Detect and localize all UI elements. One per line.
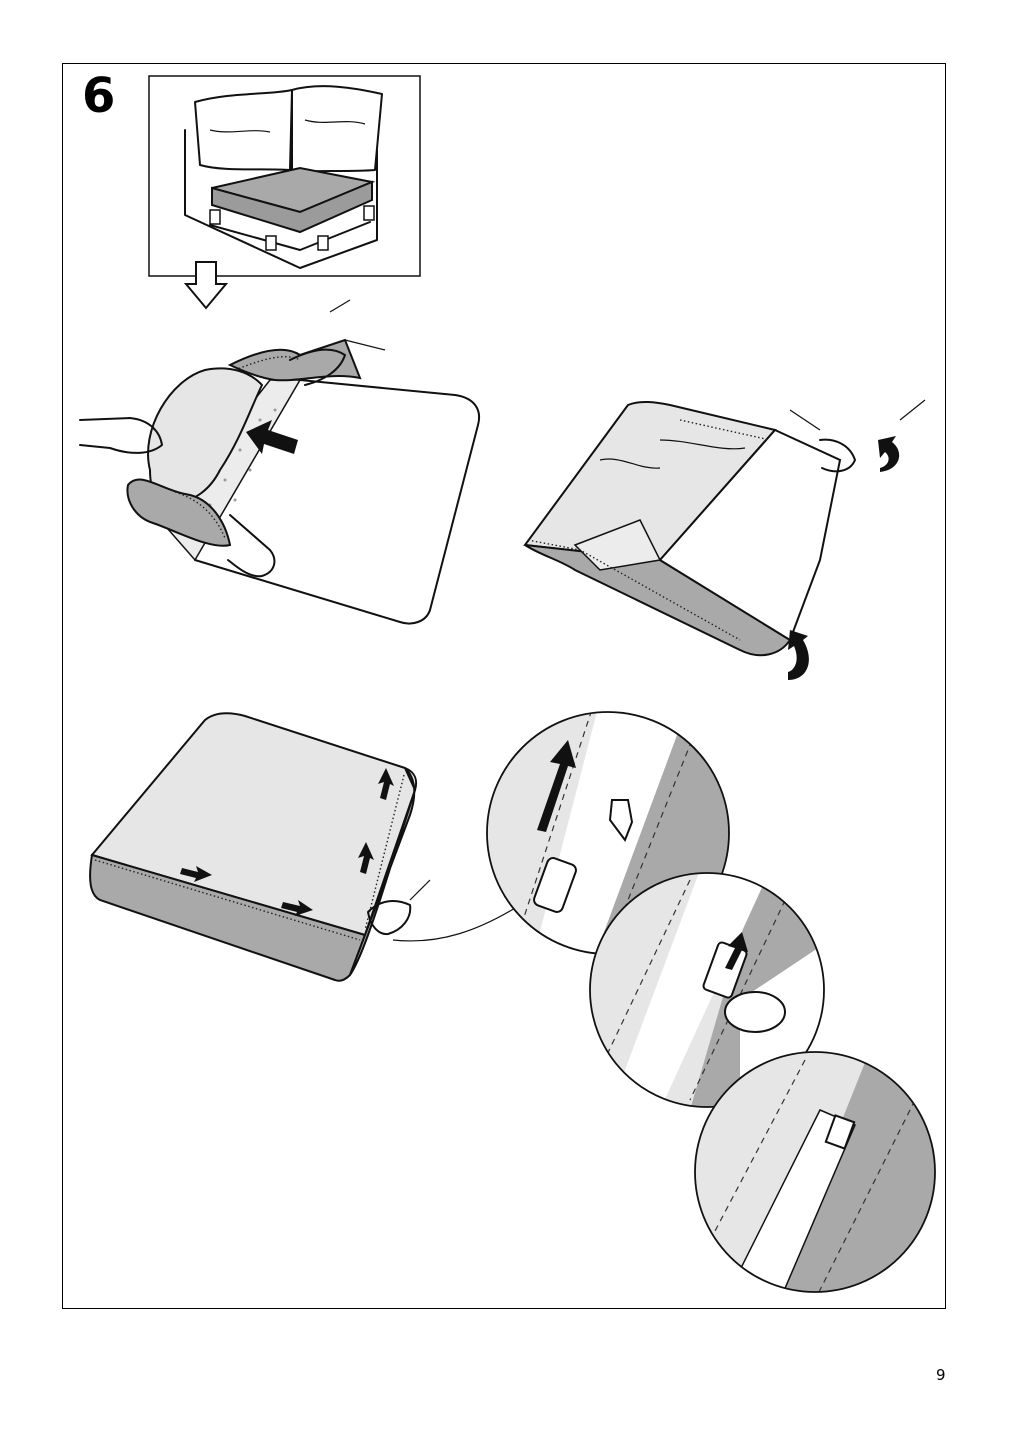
curved-lift-arrow-icon <box>878 436 900 472</box>
black-push-arrow-icon <box>246 420 298 454</box>
step-number: 6 <box>82 68 116 124</box>
zipping-scene <box>89 712 521 982</box>
page-number: 9 <box>936 1366 946 1384</box>
zipper-detail-3 <box>694 1051 936 1293</box>
cover-pulling-scene <box>523 399 926 680</box>
cover-insertion-scene <box>79 299 480 625</box>
curved-lift-arrow-icon <box>788 630 809 680</box>
instruction-frame <box>62 63 946 1309</box>
zipper-direction-arrow-icon <box>180 768 394 916</box>
sofa-overview-inset <box>148 75 421 277</box>
hollow-down-arrow-icon <box>183 261 229 310</box>
